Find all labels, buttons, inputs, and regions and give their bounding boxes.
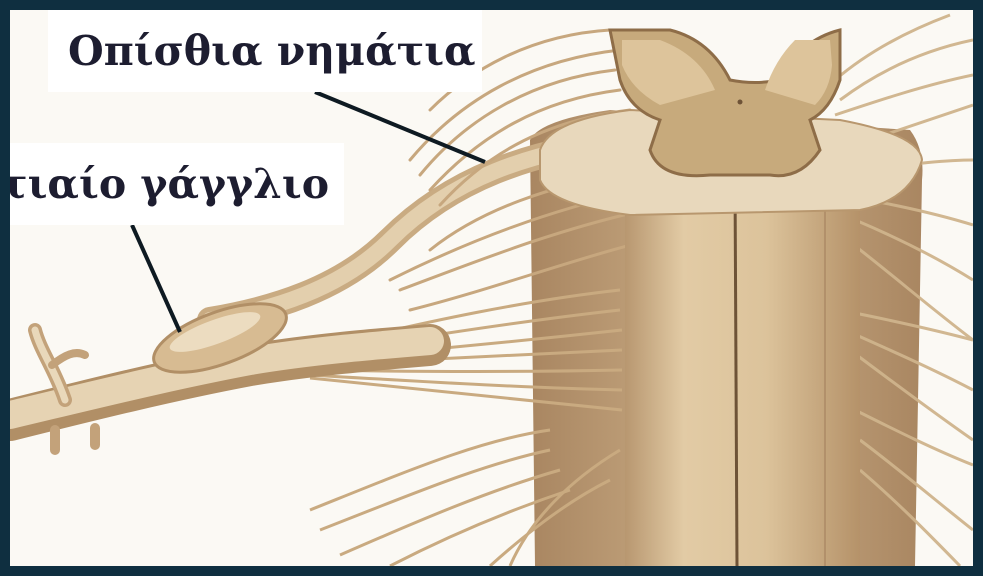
label-posterior-roots-text: Οπίσθια νημάτια xyxy=(68,27,476,75)
label-posterior-roots: Οπίσθια νημάτια xyxy=(48,10,482,92)
spinal-cord xyxy=(625,180,860,566)
illustration-frame: Οπίσθια νημάτια τιαίο γάγγλιο xyxy=(10,10,973,566)
spinal-cord-illustration xyxy=(10,10,973,566)
label-spinal-ganglion: τιαίο γάγγλιο xyxy=(10,143,344,225)
label-spinal-ganglion-text: τιαίο γάγγλιο xyxy=(10,160,329,208)
spinal-nerve xyxy=(10,290,430,450)
leader-line-ganglion xyxy=(132,225,180,332)
